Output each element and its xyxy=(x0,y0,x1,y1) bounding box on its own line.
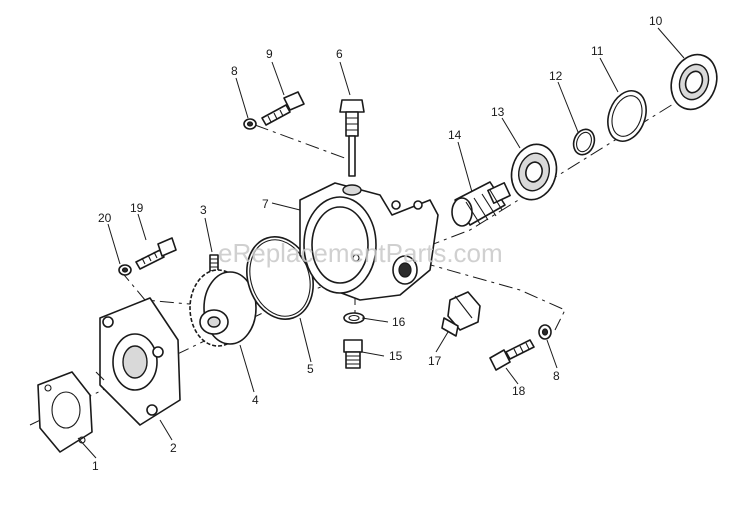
part-7-gear-housing[interactable] xyxy=(299,182,439,301)
part-2-end-cover[interactable] xyxy=(95,297,181,426)
part-3-set-screw[interactable] xyxy=(209,254,219,272)
callout-5: 5 xyxy=(307,362,314,376)
watermark: eReplacementParts.com xyxy=(218,238,503,268)
part-8-washer-top[interactable] xyxy=(243,118,257,130)
callout-19: 19 xyxy=(130,201,144,215)
callout-labels: 1 2 3 4 5 6 7 8 9 10 11 12 13 14 15 16 1… xyxy=(92,14,663,473)
callout-11: 11 xyxy=(591,44,604,58)
part-17-fill-plug[interactable] xyxy=(441,291,481,337)
callout-16: 16 xyxy=(392,315,406,329)
part-10-seal[interactable] xyxy=(664,48,724,116)
part-20-washer[interactable] xyxy=(118,264,132,276)
callout-14: 14 xyxy=(448,128,462,142)
part-15-drain-plug[interactable] xyxy=(343,339,363,369)
part-9-cap-screw[interactable] xyxy=(261,91,305,126)
part-5-o-ring[interactable] xyxy=(237,228,324,328)
callout-1: 1 xyxy=(92,459,99,473)
callout-4: 4 xyxy=(252,393,259,407)
part-19-cap-screw[interactable] xyxy=(135,237,177,270)
part-12-snap-ring[interactable] xyxy=(570,126,598,157)
callout-3: 3 xyxy=(200,203,207,217)
part-18-cap-screw[interactable] xyxy=(489,339,535,371)
callout-15: 15 xyxy=(389,349,403,363)
part-8-washer-bottom[interactable] xyxy=(538,324,552,340)
callout-8: 8 xyxy=(231,64,238,78)
callout-10: 10 xyxy=(649,14,663,28)
callout-13: 13 xyxy=(491,105,505,119)
callout-8-second: 8 xyxy=(553,369,560,383)
part-1-gasket[interactable] xyxy=(37,371,93,453)
callout-6: 6 xyxy=(336,47,343,61)
callout-leaders xyxy=(77,27,685,459)
part-11-retaining-ring[interactable] xyxy=(601,85,653,146)
callout-9: 9 xyxy=(266,47,273,61)
callout-17: 17 xyxy=(428,354,442,368)
callout-20: 20 xyxy=(98,211,112,225)
callout-2: 2 xyxy=(170,441,177,455)
part-13-bearing[interactable] xyxy=(506,139,563,204)
callout-7: 7 xyxy=(262,197,269,211)
part-6-vent[interactable] xyxy=(339,99,365,177)
callout-18: 18 xyxy=(512,384,526,398)
part-16-washer[interactable] xyxy=(343,312,365,324)
part-4-gear[interactable] xyxy=(189,269,257,347)
part-14-pinion[interactable] xyxy=(451,181,511,227)
callout-12: 12 xyxy=(549,69,563,83)
